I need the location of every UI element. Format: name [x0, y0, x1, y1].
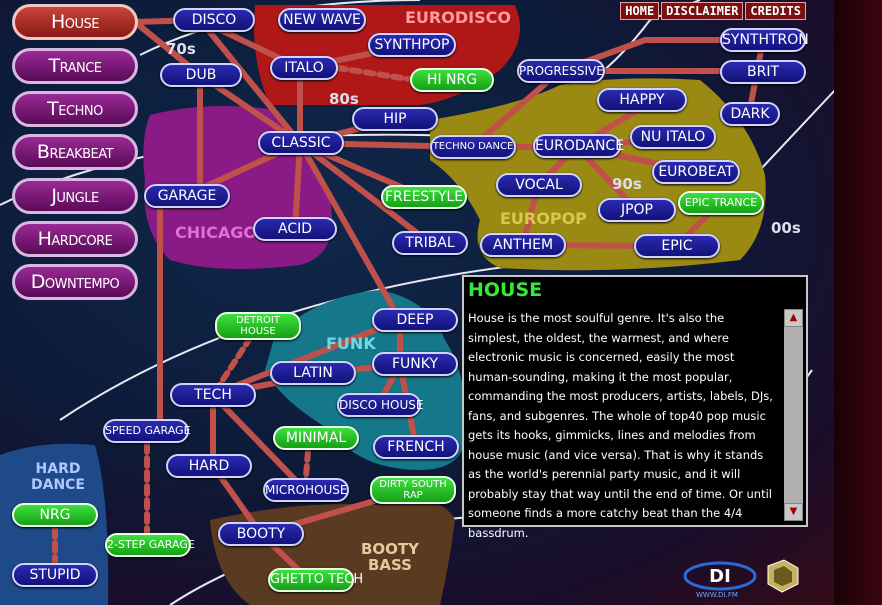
- genre-brit[interactable]: BRIT: [720, 60, 806, 84]
- tab-jungle[interactable]: Jungle: [12, 178, 138, 214]
- region-chicago-label: CHICAGO: [175, 223, 257, 242]
- genre-funky[interactable]: FUNKY: [372, 352, 458, 376]
- tab-breakbeat[interactable]: Breakbeat: [12, 134, 138, 170]
- genre-minimal[interactable]: MINIMAL: [273, 426, 359, 450]
- disclaimer-link[interactable]: DISCLAIMER: [661, 2, 744, 20]
- genre-microhouse[interactable]: MICROHOUSE: [263, 478, 349, 502]
- genre-new-wave[interactable]: NEW WAVE: [278, 8, 366, 32]
- info-title: HOUSE: [468, 279, 543, 301]
- genre-hip[interactable]: HIP: [352, 107, 438, 131]
- tab-house[interactable]: House: [12, 4, 138, 40]
- genre-garage[interactable]: GARAGE: [144, 184, 230, 208]
- region-funk-shape: [265, 290, 466, 470]
- genre-classic[interactable]: CLASSIC: [258, 131, 344, 155]
- home-link[interactable]: HOME: [620, 2, 660, 20]
- genre-dirty-south-rap[interactable]: DIRTY SOUTH RAP: [370, 476, 456, 504]
- genre-techno-dance[interactable]: TECHNO DANCE: [430, 135, 516, 159]
- di-logo-text: DI: [709, 566, 731, 587]
- right-edge-panel: [834, 0, 882, 605]
- genre-acid[interactable]: ACID: [253, 217, 337, 241]
- region-europop-label: EUROPOP: [500, 209, 587, 228]
- tab-trance[interactable]: Trance: [12, 48, 138, 84]
- genre-deep[interactable]: DEEP: [372, 308, 458, 332]
- genre-progressive[interactable]: PROGRESSIVE: [517, 59, 605, 83]
- genre-eurodance[interactable]: EURODANCE: [533, 134, 624, 158]
- genre-nrg[interactable]: NRG: [12, 503, 98, 527]
- genre-dark[interactable]: DARK: [720, 102, 780, 126]
- genre-synthtron[interactable]: SYNTHTRON: [720, 28, 809, 52]
- genre-tech[interactable]: TECH: [170, 383, 256, 407]
- info-scrollbar[interactable]: ▲ ▼: [784, 309, 803, 521]
- top-nav: HOME DISCLAIMER CREDITS: [620, 2, 806, 20]
- tab-techno[interactable]: Techno: [12, 91, 138, 127]
- genre-anthem[interactable]: ANTHEM: [480, 233, 566, 257]
- tab-downtempo[interactable]: Downtempo: [12, 264, 138, 300]
- era-90s-label: 90s: [612, 175, 642, 193]
- tab-hardcore[interactable]: Hardcore: [12, 221, 138, 257]
- genre-speed-garage[interactable]: SPEED GARAGE: [103, 419, 191, 443]
- genre-ghetto-tech[interactable]: GHETTO TECH: [268, 568, 363, 592]
- region-booty-bass-label: BOOTY BASS: [360, 540, 420, 574]
- genre-disco-house[interactable]: DISCO HOUSE: [337, 393, 424, 417]
- genre-synthpop[interactable]: SYNTHPOP: [368, 33, 456, 57]
- di-url: WWW.DI.FM: [696, 591, 738, 599]
- genre-dub[interactable]: DUB: [160, 63, 242, 87]
- genre-hi-nrg[interactable]: HI NRG: [410, 68, 494, 92]
- genre-tribal[interactable]: TRIBAL: [392, 231, 468, 255]
- genre-latin[interactable]: LATIN: [270, 361, 356, 385]
- genre-happy[interactable]: HAPPY: [597, 88, 687, 112]
- era-80s-label: 80s: [329, 90, 359, 108]
- genre-booty[interactable]: BOOTY: [218, 522, 304, 546]
- scroll-up-icon[interactable]: ▲: [784, 309, 803, 327]
- genre-info-panel: HOUSE House is the most soulful genre. I…: [462, 275, 808, 540]
- genre-stupid[interactable]: STUPID: [12, 563, 98, 587]
- genre-eurobeat[interactable]: EUROBEAT: [652, 160, 740, 184]
- credits-link[interactable]: CREDITS: [745, 2, 806, 20]
- genre-2-step-garage[interactable]: 2-STEP GARAGE: [105, 533, 195, 557]
- era-70s-label: 70s: [166, 40, 196, 58]
- genre-disco[interactable]: DISCO: [173, 8, 255, 32]
- genre-freestyle[interactable]: FREESTYLE: [381, 185, 467, 209]
- genre-italo[interactable]: ITALO: [270, 56, 338, 80]
- region-funk-label: FUNK: [326, 334, 376, 353]
- genre-french[interactable]: FRENCH: [373, 435, 459, 459]
- genre-detroit-house[interactable]: DETROIT HOUSE: [215, 312, 301, 340]
- genre-vocal[interactable]: VOCAL: [496, 173, 582, 197]
- genre-epic[interactable]: EPIC: [634, 234, 720, 258]
- genre-nu-italo[interactable]: NU ITALO: [630, 125, 716, 149]
- info-description: House is the most soulful genre. It's al…: [468, 311, 773, 540]
- region-eurodisco-label: EURODISCO: [405, 8, 511, 27]
- era-00s-label: 00s: [771, 219, 801, 237]
- satellite-icon: [767, 559, 799, 593]
- di-logo-icon[interactable]: DI: [682, 556, 758, 596]
- scroll-down-icon[interactable]: ▼: [784, 503, 803, 521]
- genre-jpop[interactable]: JPOP: [598, 198, 676, 222]
- genre-hard[interactable]: HARD: [166, 454, 252, 478]
- genre-epic-trance[interactable]: EPIC TRANCE: [678, 191, 764, 215]
- scroll-track[interactable]: [784, 327, 803, 503]
- region-hard-dance-label: HARD DANCE: [30, 461, 85, 493]
